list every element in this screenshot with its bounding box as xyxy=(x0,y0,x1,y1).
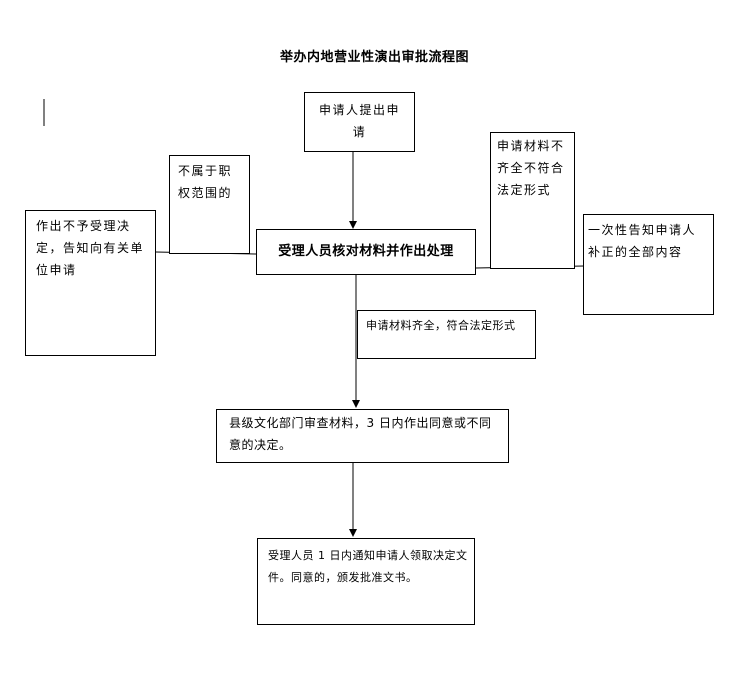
node-notify-once: 一次性告知申请人补正的全部内容 xyxy=(583,214,714,315)
node-county-review: 县级文化部门审查材料，3 日内作出同意或不同意的决定。 xyxy=(216,409,509,463)
node-review: 受理人员核对材料并作出处理 xyxy=(256,229,476,275)
diagram-title: 举办内地营业性演出审批流程图 xyxy=(279,50,469,65)
node-apply: 申请人提出申请 xyxy=(304,92,415,152)
node-incomplete: 申请材料不齐全不符合法定形式 xyxy=(490,132,575,269)
node-reject: 作出不予受理决定，告知向有关单位申请 xyxy=(25,210,156,356)
node-not-in-scope: 不属于职权范围的 xyxy=(169,155,250,254)
node-complete: 申请材料齐全，符合法定形式 xyxy=(357,310,536,359)
node-final: 受理人员 1 日内通知申请人领取决定文件。同意的，颁发批准文书。 xyxy=(257,538,475,625)
